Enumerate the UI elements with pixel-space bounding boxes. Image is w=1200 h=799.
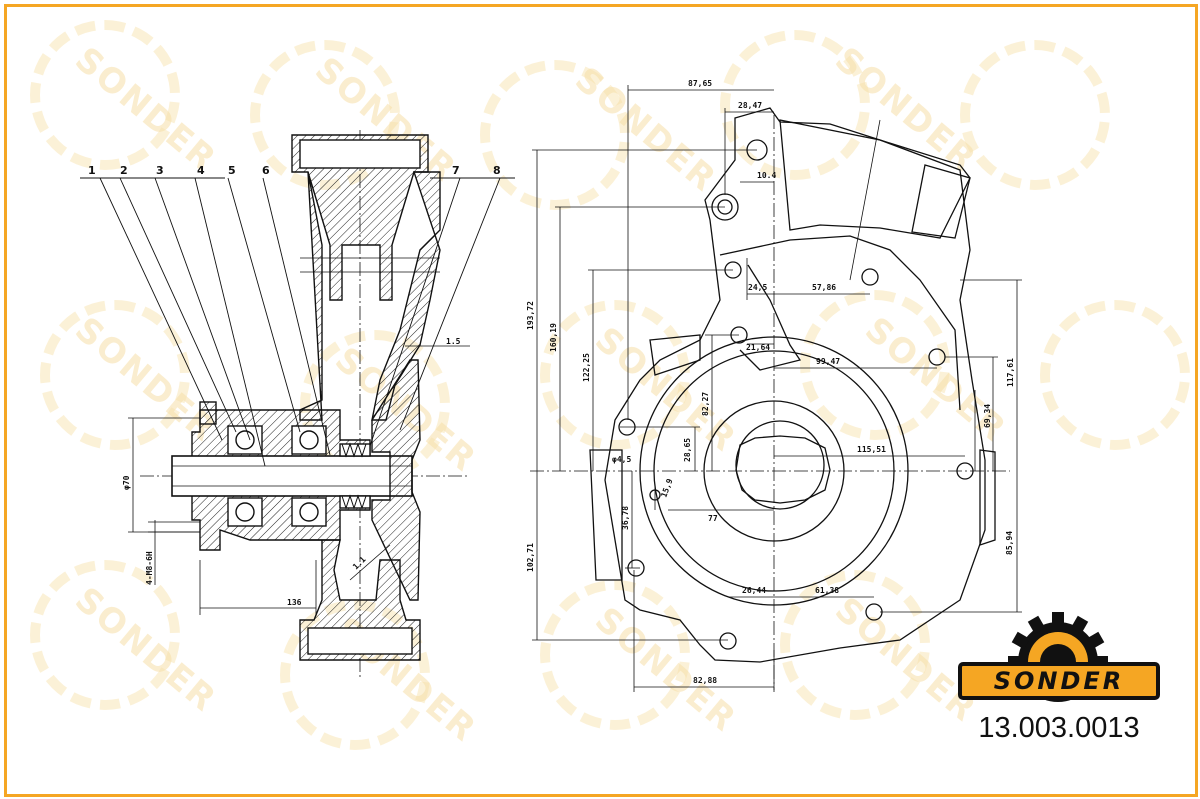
dim-122-25: 122,25 [582,353,591,382]
part-number: 13.003.0013 [978,712,1140,744]
pulley-outer-circle [639,336,909,606]
dim-m8: 4-M8-6H [145,551,154,585]
impeller [371,359,421,601]
dim-136: 136 [287,598,302,607]
dim-69-34: 69,34 [983,404,992,428]
pump-shaft [171,455,413,497]
dim-193-72: 193,72 [526,301,535,330]
left-tab [589,449,623,581]
dim-10-4: 10.4 [757,171,776,180]
dim-28-47: 28,47 [738,101,762,110]
dim-phi70: φ70 [122,475,131,490]
hub-circle [703,400,845,542]
dim-82-88: 82,88 [693,676,717,685]
watermark-gear-icon [540,580,690,730]
dim-99-47: 99,47 [816,357,840,366]
side-boss [649,334,701,376]
bolt-hole-icon [861,268,879,286]
dim-61-38: 61,38 [815,586,839,595]
dim-26-44: 26,44 [742,586,766,595]
upper-outlet-bore [299,139,421,169]
shaft-bore [735,435,831,504]
lower-inlet-bore [307,627,413,655]
callout-7: 7 [452,164,460,177]
pulley-ring-circle [653,350,895,592]
dim-phi4-5: φ4,5 [612,455,631,464]
dim-36-78: 36,78 [621,506,630,530]
section-view [140,130,470,680]
callout-5: 5 [228,164,236,177]
bolt-hole-icon [719,632,737,650]
brand-logo: SONDER [958,615,1160,710]
outlet-pipe-end [911,164,971,239]
bolt-holes [618,139,974,650]
dim-57-86: 57,86 [812,283,836,292]
watermark-gear-icon [540,300,690,450]
dim-15-9: 15,9 [659,477,674,498]
outlet-pipe [779,119,971,239]
right-tab [979,449,996,546]
section-dimension-lines [128,257,470,615]
callout-8: 8 [493,164,501,177]
watermark-gear-icon [480,60,630,210]
dim-87-65: 87,65 [688,79,712,88]
hub-inner-circle [735,420,825,510]
logo-text: SONDER [993,667,1125,695]
dim-24-5: 24,5 [748,283,767,292]
bolt-hole-icon [956,462,974,480]
dim-85-94: 85,94 [1005,531,1014,555]
callout-4: 4 [197,164,205,177]
dim-117-61: 117,61 [1006,358,1015,387]
bolt-hole-icon [865,603,883,621]
dim-102-71: 102,71 [526,543,535,572]
watermark-gear-icon [720,30,870,180]
internal-rib [719,235,961,411]
dim-1-1: 1.1 [351,555,368,572]
dim-160-19: 160,19 [549,323,558,352]
border-frame [4,4,1198,797]
bearing-rear [291,425,327,527]
dim-28-65: 28,65 [683,438,692,462]
watermark-gear-icon [800,290,950,440]
bolt-hole-icon [928,348,946,366]
callout-3: 3 [156,164,164,177]
callout-6: 6 [262,164,270,177]
callout-1: 1 [88,164,96,177]
front-view [530,107,1010,690]
mechanical-seal [339,442,371,510]
watermark-gear-icon [960,40,1110,190]
watermark-gear-icon [780,570,930,720]
dim-77: 77 [708,514,718,523]
dim-82-27: 82,27 [701,392,710,416]
housing-flange-top [199,401,217,425]
watermark-gear-icon [30,20,180,170]
dim-21-64: 21,64 [746,343,770,352]
watermark-gear-icon [30,560,180,710]
callouts [80,177,515,467]
housing-outline [604,107,986,663]
dim-1-5: 1.5 [446,337,461,346]
watermark-gear-icon [40,300,190,450]
dim-115-51: 115,51 [857,445,886,454]
front-dimension-lines [532,85,1022,692]
callout-2: 2 [120,164,128,177]
watermark-gear-icon [1040,300,1190,450]
logo-plate: SONDER [958,662,1160,700]
